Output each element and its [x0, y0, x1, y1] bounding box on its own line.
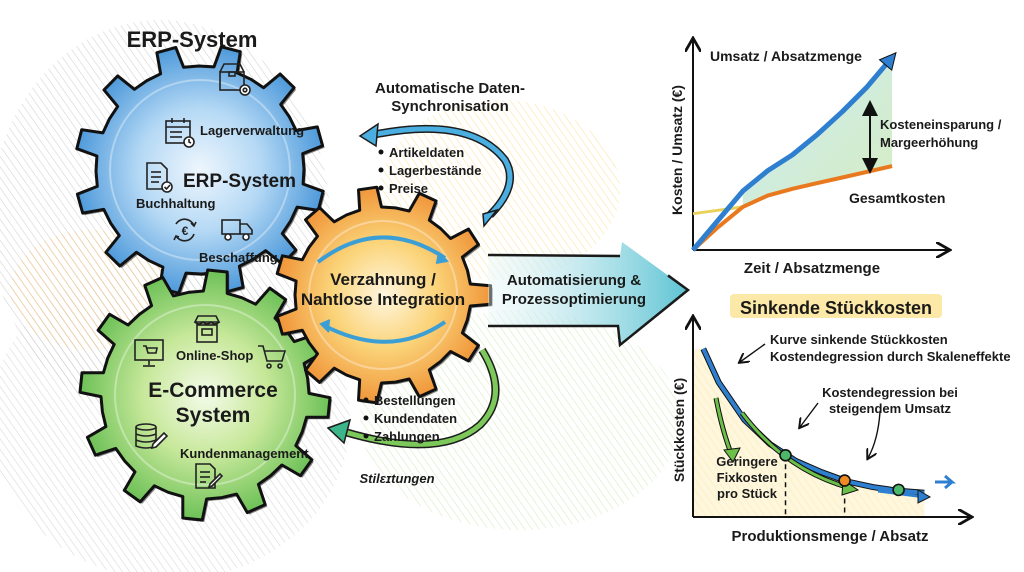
chart2-point — [779, 448, 792, 462]
chart1-series-yellow-line — [692, 205, 744, 216]
chart1-margin-area — [742, 57, 893, 207]
sync-bottom-caption: Stilɛɪtungen — [359, 471, 434, 486]
document-edit-icon — [195, 463, 224, 489]
chart2-green-arrow2 — [740, 412, 851, 490]
chart2-drop-lines — [784, 455, 846, 517]
integration-gear — [275, 185, 493, 405]
chart2-annotation-fixkosten: Fixkosten — [717, 470, 778, 485]
chart2-points — [779, 448, 905, 497]
gear-body — [75, 45, 325, 295]
computer-cart-icon — [134, 339, 164, 367]
ecommerce-gear-title-line2: System — [176, 404, 251, 427]
chart1-series-label-gesamtkosten: Gesamtkosten — [849, 190, 945, 206]
integration-line2: Nahtlose Integration — [301, 290, 465, 309]
erp-item-lagerverwaltung: Lagerverwaltung — [200, 123, 304, 138]
chart2-xlabel: Produktionsmenge / Absatz — [732, 528, 929, 545]
gear-inner-ring — [109, 79, 291, 261]
chart2-title-highlight — [730, 294, 942, 318]
ecommerce-item-kundenmanagement: Kundenmanagement — [180, 446, 309, 461]
database-edit-icon — [135, 423, 169, 450]
chart2-point — [838, 474, 851, 487]
bullet-artikeldaten: Artikeldaten — [389, 145, 464, 160]
sync-top-title-line1: Automatische Daten- — [375, 80, 525, 97]
unit-cost-chart: Sinkende Stückkosten Kurve sinkende Stüc… — [671, 294, 1011, 545]
chart2-annotation-pro-stueck: pro Stück — [717, 486, 778, 501]
gear-body — [78, 268, 332, 522]
chart1-xlabel: Zeit / Absatzmenge — [744, 260, 880, 277]
chart1-umsatz-arrowhead — [878, 51, 897, 72]
chart2-area-tint — [693, 348, 925, 517]
chart1-series-gesamtkosten-line — [691, 164, 893, 252]
cycle-arrowhead-top — [435, 251, 450, 264]
gear-body — [275, 185, 493, 405]
erp-item-buchhaltung: Buchhaltung — [136, 196, 215, 211]
sync-bottom: Bestellungen Kundendaten Zahlungen Stilɛ… — [326, 347, 500, 486]
cycle-arrow-top — [316, 235, 447, 264]
chart1-ylabel: Kosten / Umsatz (€) — [669, 85, 685, 215]
integration-line1: Verzahnung / — [330, 270, 436, 289]
sync-top-title-line2: Synchronisation — [391, 98, 509, 115]
chart2-annotation-pointer2 — [800, 402, 819, 427]
sync-top-arrowhead-down — [482, 208, 500, 228]
sync-top-arrow — [371, 126, 513, 217]
chart1-series-umsatz-line — [691, 55, 895, 252]
ecommerce-item-online-shop: Online-Shop — [176, 348, 253, 363]
euro-exchange-icon: € — [173, 218, 197, 242]
chart2-ylabel: Stückkosten (€) — [671, 378, 687, 482]
process-arrow: Automatisierung & Prozessoptimierung — [487, 239, 691, 348]
bullet-lagerbestaende: Lagerbestände — [389, 163, 481, 178]
bullet-kundendaten: Kundendaten — [374, 411, 457, 426]
chart2-title: Sinkende Stückkosten — [740, 298, 932, 318]
erp-gear — [75, 45, 326, 296]
svg-text:€: € — [182, 224, 189, 238]
chart2-annotation-pointer3 — [868, 411, 881, 458]
revenue-cost-chart: Umsatz / Absatzmenge Kosteneinsparung / … — [669, 40, 1002, 277]
chart2-annotation-pointer1 — [740, 343, 766, 362]
document-check-icon — [146, 162, 173, 193]
erp-gear-contents: Lagerverwaltung ERP-System Buchhaltung €… — [136, 63, 304, 265]
chart1-series-label-umsatz: Umsatz / Absatzmenge — [710, 48, 862, 64]
bullet-preise: Preise — [389, 181, 428, 196]
chart2-annotation-kurve: Kurve sinkende Stückkosten — [770, 332, 948, 347]
sync-bottom-arrow — [344, 348, 498, 447]
erp-gear-title: ERP-System — [183, 171, 296, 192]
gear-inner-ring — [114, 304, 296, 486]
chart1-annotation-line2: Margeerhöhung — [880, 135, 978, 150]
chart2-annotation-geringere: Geringere — [716, 454, 777, 469]
storefront-icon — [193, 315, 221, 343]
chart2-annotation-steigendem-umsatz: steigendem Umsatz — [829, 401, 952, 416]
process-arrow-line1: Automatisierung & — [507, 272, 641, 289]
cycle-arrowhead-bottom — [319, 319, 331, 333]
sync-top-bullets: Artikeldaten Lagerbestände Preise — [378, 145, 481, 196]
chart2-curve-arrowhead — [935, 474, 957, 490]
process-arrow-outline — [487, 239, 691, 348]
page-title: ERP-System — [127, 27, 258, 52]
sync-top: Automatische Daten- Synchronisation Arti… — [358, 80, 525, 228]
gear-inner-ring — [308, 220, 458, 370]
calendar-clock-icon — [165, 118, 195, 148]
chart2-blue-small-arrowhead — [917, 489, 932, 504]
bullet-bestellungen: Bestellungen — [374, 393, 456, 408]
truck-icon — [221, 219, 253, 241]
ecommerce-gear-contents: Online-Shop E-Commerce System Kundenmana… — [134, 315, 309, 489]
chart2-green-arrowhead1 — [723, 447, 741, 463]
erp-item-beschaffung: Beschaffung — [199, 250, 278, 265]
chart2-curve-sinkende-stueckkosten — [701, 347, 925, 495]
shopping-cart-icon — [258, 345, 287, 369]
ecommerce-gear — [78, 268, 332, 522]
chart2-annotation-kostendegression: Kostendegression bei — [822, 385, 958, 400]
sync-bottom-arrowhead — [326, 418, 352, 445]
chart2-annotation-skaleneffekte: Kostendegression durch Skaleneffekte — [770, 349, 1011, 364]
sync-top-arrowhead-left — [358, 122, 379, 148]
chart2-point — [892, 483, 905, 497]
process-arrow-line2: Prozessoptimierung — [502, 291, 646, 308]
bullet-zahlungen: Zahlungen — [374, 429, 440, 444]
chart1-annotation-line1: Kosteneinsparung / — [880, 117, 1002, 132]
cycle-arrow-bottom — [322, 320, 447, 344]
ecommerce-gear-title-line1: E-Commerce — [148, 379, 278, 402]
process-arrow-body — [488, 242, 688, 345]
integration-gear-contents: Verzahnung / Nahtlose Integration — [301, 235, 465, 344]
box-settings-icon — [219, 63, 251, 96]
